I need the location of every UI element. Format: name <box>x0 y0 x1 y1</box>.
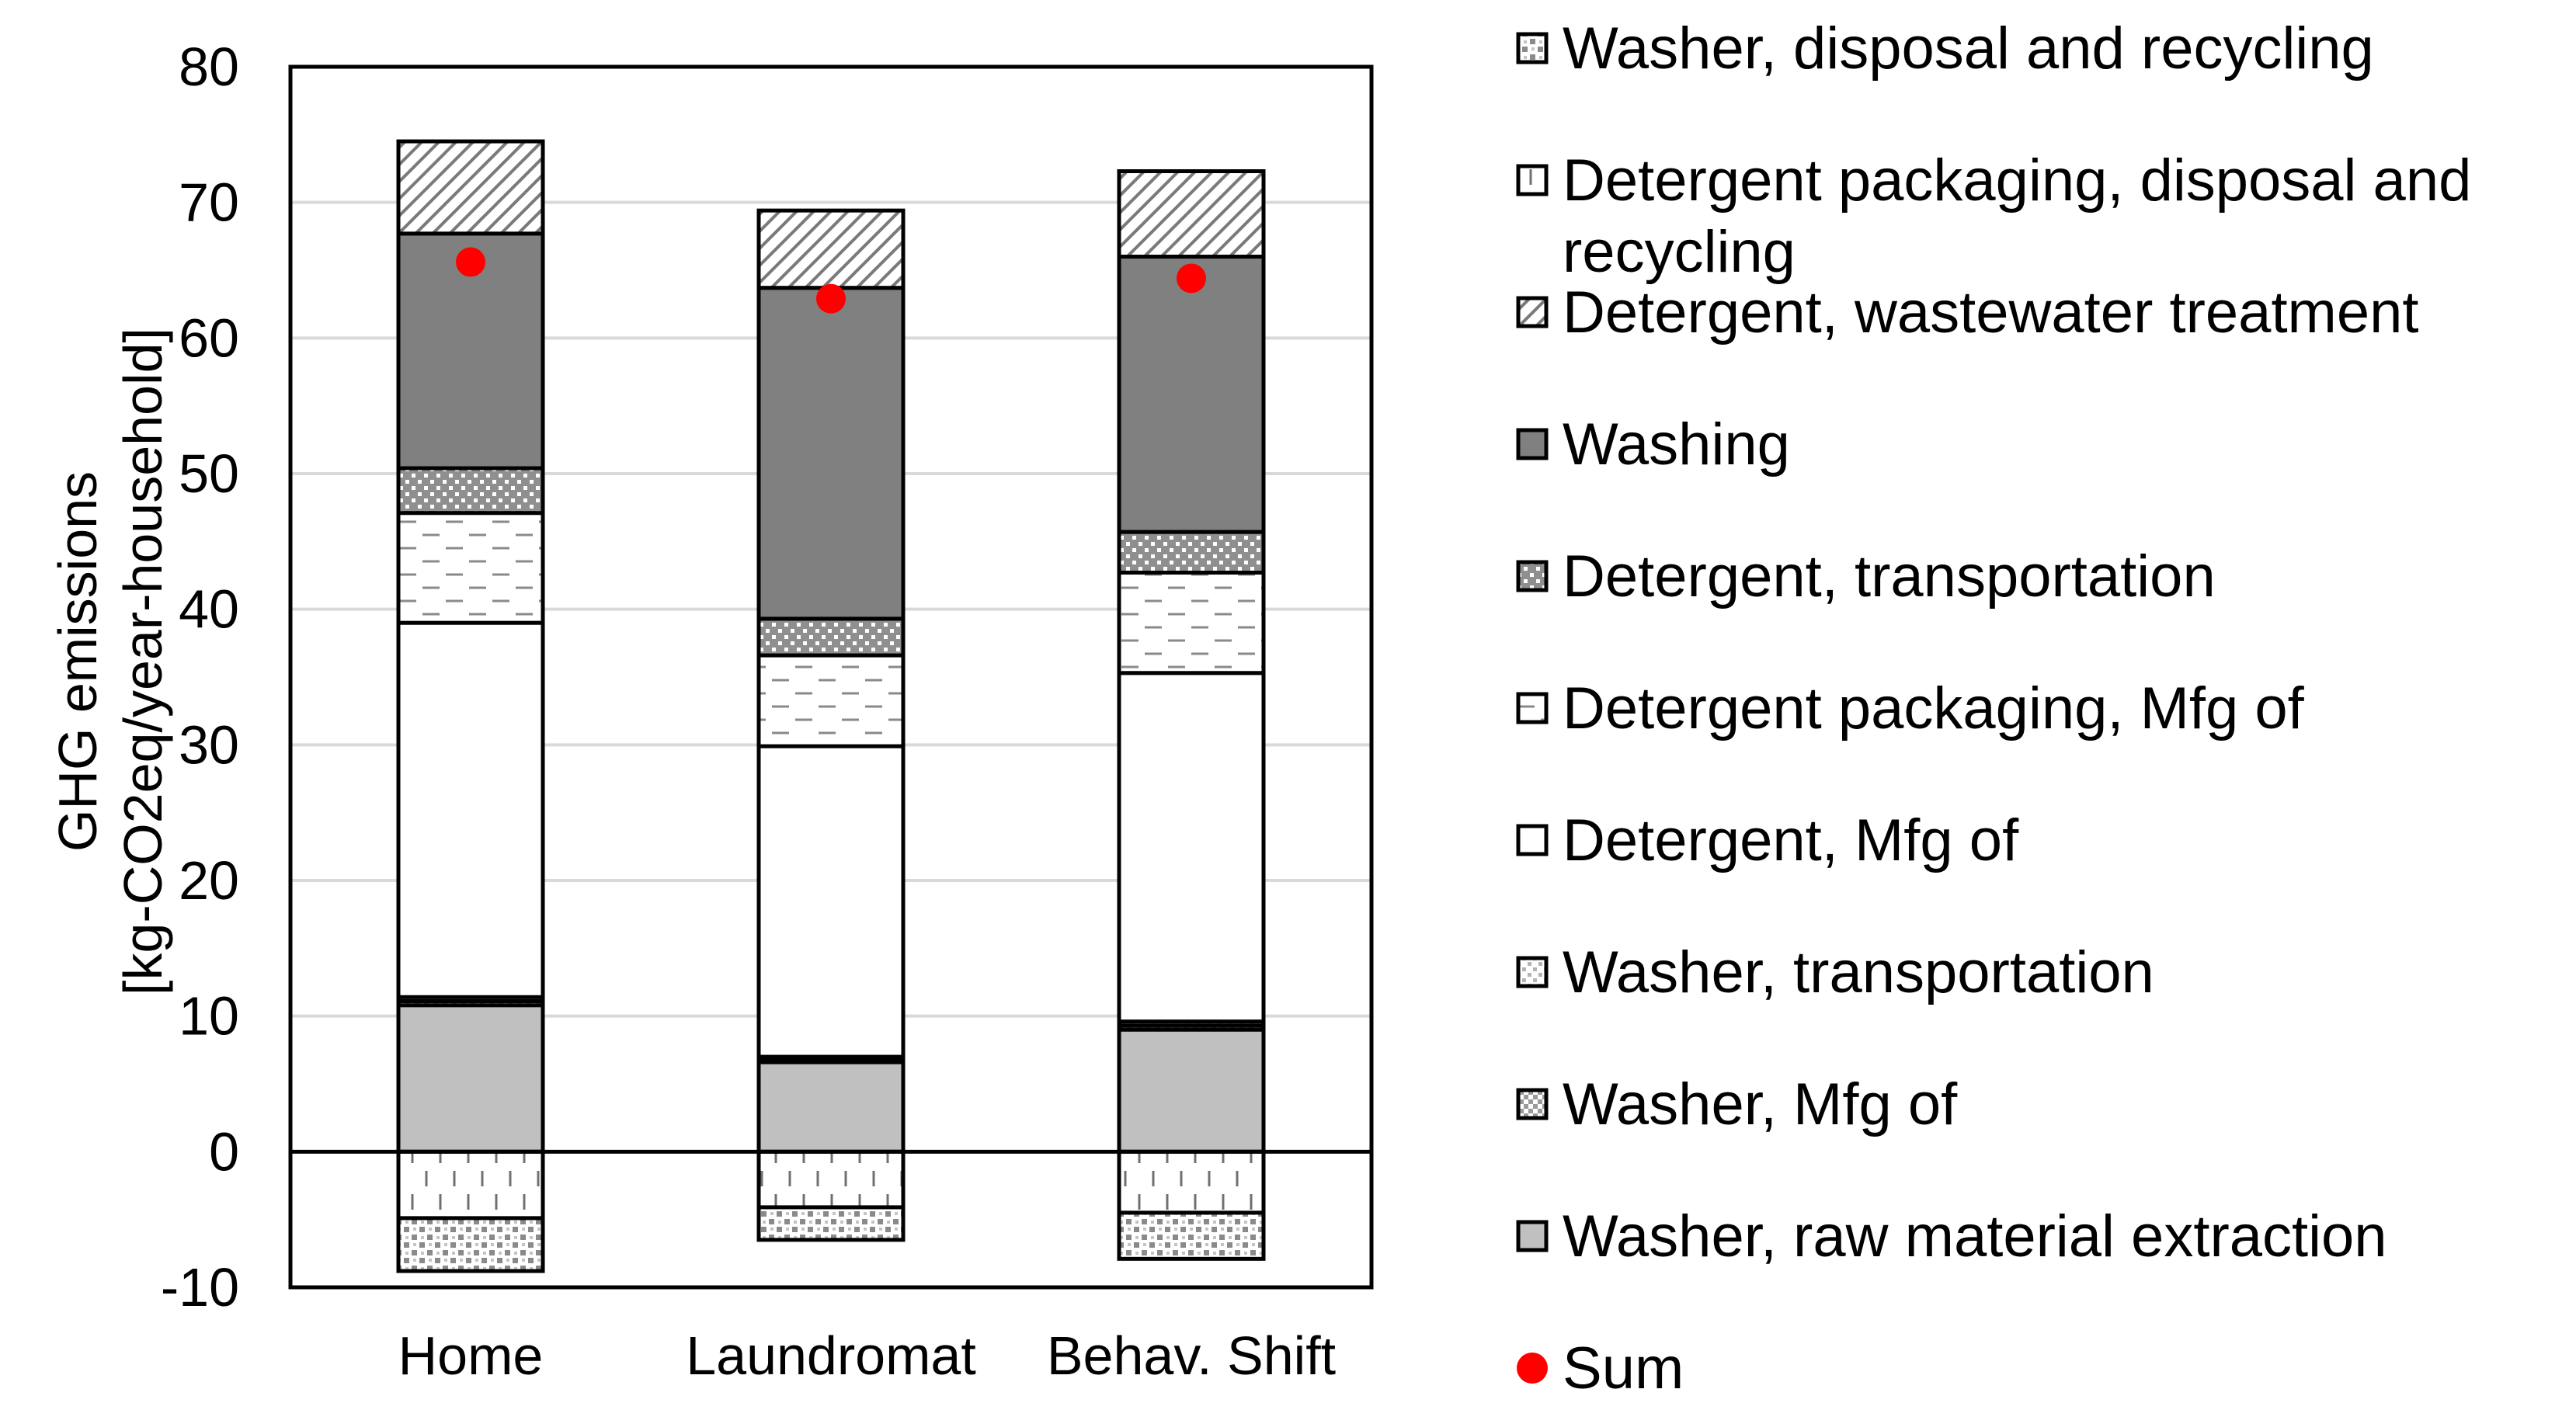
bar-segment-detergent-mfg-of-behav-shift <box>1117 671 1266 1024</box>
legend-label: Detergent packaging, Mfg of <box>1563 675 2305 741</box>
y-axis-title-line: GHG emissions <box>47 471 108 852</box>
legend-label: Washer, transportation <box>1563 939 2154 1005</box>
y-axis-tick-labels: -10 0 10 20 30 40 50 60 70 80 <box>161 36 239 1318</box>
legend-label: Washer, raw material extraction <box>1563 1203 2387 1269</box>
legend-label: Washer, disposal and recycling <box>1563 16 2374 82</box>
legend-item-sum: Sum <box>1517 1335 1684 1401</box>
bar-segment-detergent-wastewater-treatment-behav-shift <box>1117 168 1266 259</box>
bar-segment-detergent-wastewater-treatment-laundromat <box>756 208 906 290</box>
legend-label: Washing <box>1563 412 1790 478</box>
legend-swatch-washer-raw-material-extraction <box>1516 1220 1549 1252</box>
legend: Washer, disposal and recyclingDetergent … <box>1516 16 2471 1401</box>
legend-item-detergent-packaging-mfg-of: Detergent packaging, Mfg of <box>1516 675 2305 741</box>
y-tick-label: -10 <box>161 1257 239 1318</box>
bar-segment-washer-raw-material-extraction-home <box>396 1003 545 1154</box>
legend-item-washer-raw-material-extraction: Washer, raw material extraction <box>1516 1203 2387 1269</box>
legend-label: Detergent, Mfg of <box>1563 807 2019 873</box>
bar-segment-detergent-mfg-of-home <box>396 620 545 999</box>
x-tick-label-home: Home <box>398 1325 544 1386</box>
y-axis-title: GHG emissions[kg-CO2eq/year-household] <box>47 328 173 995</box>
bar-segment-washing-laundromat <box>756 286 906 621</box>
legend-swatch-washer-transportation <box>1516 956 1549 988</box>
bar-segment-detergent-packaging-disposal-and-recycling-behav-shift <box>1117 1149 1266 1215</box>
legend-label: Detergent, wastewater treatment <box>1563 280 2419 346</box>
bar-segment-detergent-packaging-disposal-and-recycling-laundromat <box>756 1149 906 1210</box>
y-axis-title-line: [kg-CO2eq/year-household] <box>113 328 173 995</box>
sum-point-home <box>456 247 485 277</box>
bar-segment-detergent-transportation-home <box>396 466 545 516</box>
bar-segment-detergent-transportation-laundromat <box>756 616 906 658</box>
y-tick-label: 40 <box>179 579 239 640</box>
legend-swatch-washer-disposal-and-recycling <box>1516 32 1549 64</box>
legend-label: Sum <box>1563 1335 1684 1401</box>
plot-area-frame <box>288 64 1374 1290</box>
legend-swatch-washing <box>1516 428 1549 460</box>
legend-item-washer-transportation: Washer, transportation <box>1516 939 2154 1005</box>
y-tick-label: 50 <box>179 443 239 504</box>
bar-segment-detergent-wastewater-treatment-home <box>396 139 545 236</box>
legend-swatch-detergent-packaging-disposal-and-recycling <box>1516 164 1549 196</box>
legend-item-detergent-wastewater-treatment: Detergent, wastewater treatment <box>1516 280 2419 346</box>
y-tick-label: 80 <box>179 36 239 97</box>
sum-markers <box>456 247 1206 314</box>
y-tick-label: 10 <box>179 986 239 1047</box>
bar-segment-detergent-packaging-disposal-and-recycling-home <box>396 1149 545 1221</box>
bar-segment-washer-raw-material-extraction-behav-shift <box>1117 1027 1266 1154</box>
bar-segment-washer-raw-material-extraction-laundromat <box>756 1060 906 1154</box>
legend-label: Detergent, transportation <box>1563 543 2216 609</box>
legend-label: Washer, Mfg of <box>1563 1071 1958 1137</box>
bar-segment-detergent-packaging-mfg-of-home <box>396 511 545 625</box>
legend-item-detergent-transportation: Detergent, transportation <box>1516 543 2216 609</box>
bar-segment-detergent-mfg-of-laundromat <box>756 744 906 1059</box>
legend-swatch-detergent-mfg-of <box>1516 824 1549 856</box>
bar-segment-washing-behav-shift <box>1117 255 1266 534</box>
bar-segment-detergent-packaging-mfg-of-behav-shift <box>1117 571 1266 675</box>
bar-segment-detergent-transportation-behav-shift <box>1117 530 1266 575</box>
sum-point-laundromat <box>816 283 846 314</box>
legend-swatch-detergent-transportation <box>1516 560 1549 592</box>
legend-swatch-detergent-wastewater-treatment <box>1516 296 1549 328</box>
y-tick-label: 0 <box>209 1121 239 1182</box>
legend-item-washing: Washing <box>1516 412 1790 478</box>
y-tick-label: 30 <box>179 714 239 775</box>
x-tick-label-laundromat: Laundromat <box>686 1325 976 1386</box>
y-tick-label: 70 <box>179 172 239 233</box>
bar-segment-washer-disposal-and-recycling-behav-shift <box>1117 1210 1266 1261</box>
legend-item-washer-mfg-of: Washer, Mfg of <box>1516 1071 1958 1137</box>
legend-swatch-washer-mfg-of <box>1516 1088 1549 1120</box>
legend-swatch-detergent-packaging-mfg-of <box>1516 692 1549 724</box>
x-tick-label-behav-shift: Behav. Shift <box>1047 1325 1336 1386</box>
y-tick-label: 20 <box>179 850 239 911</box>
bar-segment-detergent-packaging-mfg-of-laundromat <box>756 653 906 748</box>
y-tick-label: 60 <box>179 307 239 368</box>
sum-point-behav-shift <box>1177 263 1206 293</box>
legend-swatch-sum <box>1517 1353 1548 1384</box>
bar-segment-washer-disposal-and-recycling-home <box>396 1216 545 1273</box>
legend-item-washer-disposal-and-recycling: Washer, disposal and recycling <box>1516 16 2374 82</box>
bar-segment-washer-disposal-and-recycling-laundromat <box>756 1205 906 1242</box>
x-axis-tick-labels: Home Laundromat Behav. Shift <box>398 1325 1337 1386</box>
legend-item-detergent-mfg-of: Detergent, Mfg of <box>1516 807 2019 873</box>
